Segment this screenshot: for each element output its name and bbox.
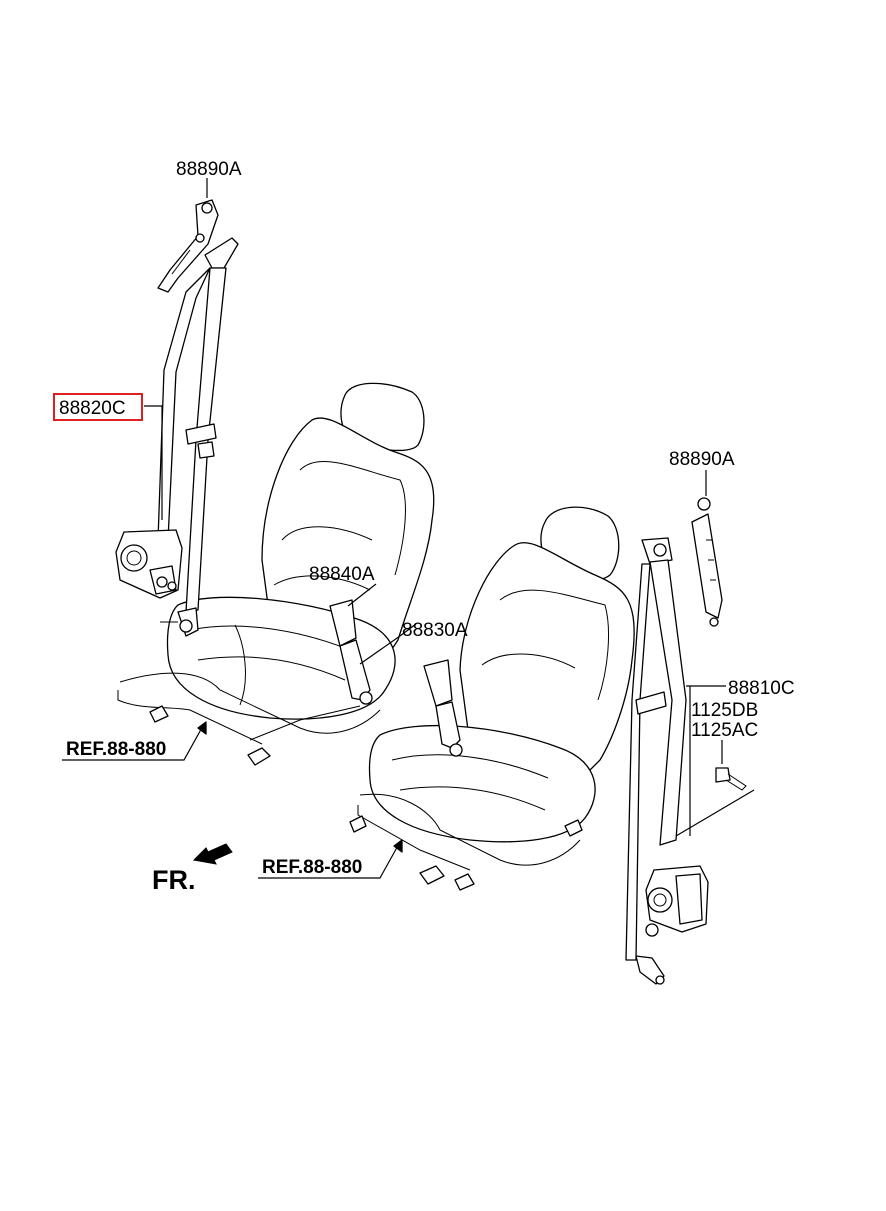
label-left-buckle: 88840A	[309, 564, 375, 585]
leader-lines	[62, 178, 755, 879]
right-buckle-drawing	[423, 659, 463, 757]
label-right-buckle: 88830A	[402, 620, 468, 641]
highlight-box	[53, 393, 143, 421]
label-ref-right: REF.88-880	[262, 857, 362, 878]
left-seat-belt-assembly	[115, 199, 239, 637]
right-seat-drawing	[349, 506, 635, 891]
right-seat-belt-assembly	[625, 497, 747, 985]
left-buckle-drawing	[329, 599, 373, 705]
label-upper-anchor-right: 88890A	[669, 449, 735, 470]
front-arrow-icon	[192, 843, 233, 865]
label-upper-anchor-left: 88890A	[176, 159, 242, 180]
label-front: FR.	[152, 865, 196, 895]
label-ref-left: REF.88-880	[66, 739, 166, 760]
label-bolt-1125ac: 1125AC	[691, 720, 758, 741]
label-right-belt: 88810C	[728, 678, 795, 699]
label-left-belt: 88820C	[59, 398, 126, 419]
label-bolt-1125db: 1125DB	[691, 700, 758, 721]
